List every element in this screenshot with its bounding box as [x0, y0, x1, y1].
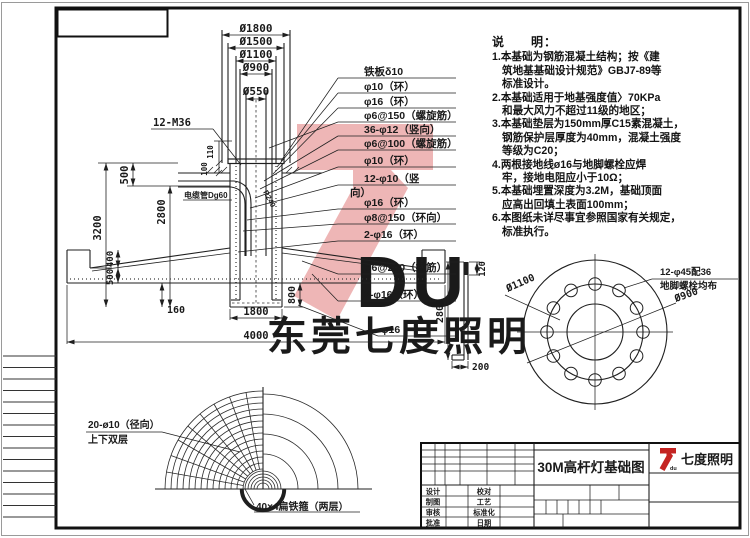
- section-left-dims: 3200 500 2800 400 500 160: [90, 162, 230, 316]
- dim-500: 500: [106, 269, 116, 285]
- note-line: 4.两根接地线ø16与地脚螺栓应焊: [492, 158, 647, 171]
- corner-box: [56, 8, 169, 38]
- dim-800: 800: [287, 286, 298, 304]
- label-tie-6: φ6@200（拉筋）: [364, 261, 447, 274]
- note-line: 钢筋保护层厚度为40mm，混凝土强度: [502, 131, 681, 144]
- plan-bolt-note-1: 12-φ45配36: [660, 267, 711, 278]
- cable-radius-label: R240: [261, 189, 277, 209]
- section-top-dims: Ø1800 Ø1500 Ø1100 Ø900 Ø550: [222, 22, 290, 102]
- cable-pipe-label: 电缆管Dg60: [184, 190, 228, 200]
- dim-550: Ø550: [242, 85, 270, 98]
- dim-3200: 3200: [92, 215, 104, 240]
- note-line: 3.本基础垫层为150mm厚C15素混凝土，: [492, 118, 684, 131]
- label-vertical-36: 36-φ12（竖向）: [364, 123, 440, 136]
- note-line: 牢，接地电阻应小于10Ω；: [502, 172, 629, 185]
- title-block: 30M高杆灯基础图 du 七度照明 设计 制图 审核 批准 校对 工艺 标准化 …: [420, 442, 741, 529]
- label-ground-16: φ16: [381, 324, 400, 336]
- logo-du-text: du: [670, 466, 677, 472]
- label-ring-10b: φ10（环）: [364, 154, 415, 167]
- anchor-bolt-callout: 12-M36: [151, 117, 242, 166]
- label-plate: 铁板δ10: [364, 65, 403, 78]
- tb-row-check: 审核: [426, 508, 441, 517]
- note-line: 1.本基础为钢筋混凝土结构；按《建: [492, 51, 660, 64]
- label-ring-16: φ16（环）: [364, 95, 415, 108]
- anchor-bolt-detail: 2800 120 200: [435, 261, 489, 373]
- note-line: 标准执行。: [502, 225, 555, 238]
- note-line: 2.本基础适用于地基强度值〉70KPa: [492, 91, 661, 104]
- note-line: 标准设计。: [502, 78, 555, 91]
- company-logo: du 七度照明: [659, 448, 733, 472]
- dim-100: 100: [200, 162, 209, 176]
- label-vertical-12b: 向）: [350, 186, 371, 199]
- note-line: 和最大风力不超过11级的地区；: [502, 105, 651, 118]
- rebar-mesh-plan: 20-ø10（径向） 上下双层 40×4扁铁箍（两层）: [86, 387, 372, 513]
- tb-row-design: 设计: [426, 487, 441, 496]
- note-line: 应高出回填土表面100mm；: [502, 198, 634, 211]
- left-margin-strip: [3, 355, 56, 518]
- dim-500-top: 500: [119, 166, 131, 185]
- bolt-dim-200: 200: [472, 362, 489, 373]
- bolt-callout-text: 12-M36: [153, 117, 191, 129]
- plan-bolt-note-2: 地脚螺栓均布: [660, 280, 718, 292]
- note-line: 5.本基础埋置深度为3.2M，基础顶面: [492, 185, 663, 198]
- top-plate: [227, 158, 285, 165]
- label-ring-10: φ10（环）: [364, 80, 415, 93]
- plan-dim-1100: Ø1100: [503, 272, 536, 296]
- dim-400: 400: [106, 251, 116, 267]
- note-line: 等级为C20；: [502, 145, 564, 158]
- dim-1500: Ø1500: [238, 35, 272, 48]
- note-line: 6.本图纸未详尽事宜参照国家有关规定，: [492, 212, 681, 225]
- tb-row-draft: 制图: [426, 498, 440, 507]
- signature-labels: 设计 制图 审核 批准 校对 工艺 标准化 日期: [426, 487, 496, 528]
- label-hoop-8: φ8@150（环向）: [364, 211, 447, 224]
- section-bottom-dims: 800 1800 4000: [66, 283, 446, 345]
- dim-160: 160: [167, 305, 185, 316]
- label-spiral-100: φ6@100（螺旋筋）: [364, 137, 458, 150]
- mesh-radial-label: 20-ø10（径向）: [88, 418, 160, 431]
- mesh-layers-label: 上下双层: [88, 433, 128, 446]
- tb-row-process: 工艺: [477, 498, 491, 507]
- logo-7-icon: [659, 448, 676, 471]
- drawing-title: 30M高杆灯基础图: [537, 459, 644, 475]
- dim-1100: Ø1100: [238, 48, 272, 61]
- bolt-dim-2800: 2800: [435, 299, 446, 323]
- note-line: 筑地基基础设计规范》GBJ7-89等: [502, 64, 662, 77]
- tb-row-date: 日期: [477, 519, 491, 528]
- notes-panel: 说 明： 1.本基础为钢筋混凝土结构；按《建 筑地基基础设计规范》GBJ7-89…: [492, 35, 740, 239]
- label-ring-16b: φ16（环）: [364, 196, 415, 209]
- bolt-circle-plan: Ø1100 Ø900 12-φ45配36 地脚螺栓均布: [503, 254, 738, 410]
- label-spiral-150: φ6@150（螺旋筋）: [364, 109, 458, 122]
- dim-900: Ø900: [242, 61, 270, 74]
- dim-1800-base: 1800: [243, 306, 268, 318]
- dim-110: 110: [206, 145, 215, 159]
- label-vertical-12a: 12-φ10（竖: [364, 172, 420, 185]
- mesh-hoop-label: 40×4扁铁箍（两层）: [256, 500, 349, 513]
- tb-row-standard: 标准化: [472, 508, 495, 517]
- watermark-company-text: 东莞七度照明: [267, 315, 531, 359]
- company-name: 七度照明: [681, 452, 733, 467]
- rebar-label-stack: 铁板δ10 φ10（环） φ16（环） φ6@150（螺旋筋） 36-φ12（竖…: [237, 65, 458, 337]
- dim-2800: 2800: [156, 199, 168, 224]
- bolt-dim-120: 120: [478, 261, 488, 276]
- tb-row-proof: 校对: [477, 487, 492, 496]
- dim-4000: 4000: [243, 330, 268, 342]
- notes-title: 说 明：: [492, 35, 558, 49]
- label-ring-2x16a: 2-φ16（环）: [364, 228, 424, 241]
- dim-1800: Ø1800: [238, 22, 272, 35]
- foundation-section: [66, 30, 446, 308]
- tb-row-approve: 批准: [426, 519, 440, 528]
- label-ring-2x16b: 2-φ16（环）: [364, 288, 424, 301]
